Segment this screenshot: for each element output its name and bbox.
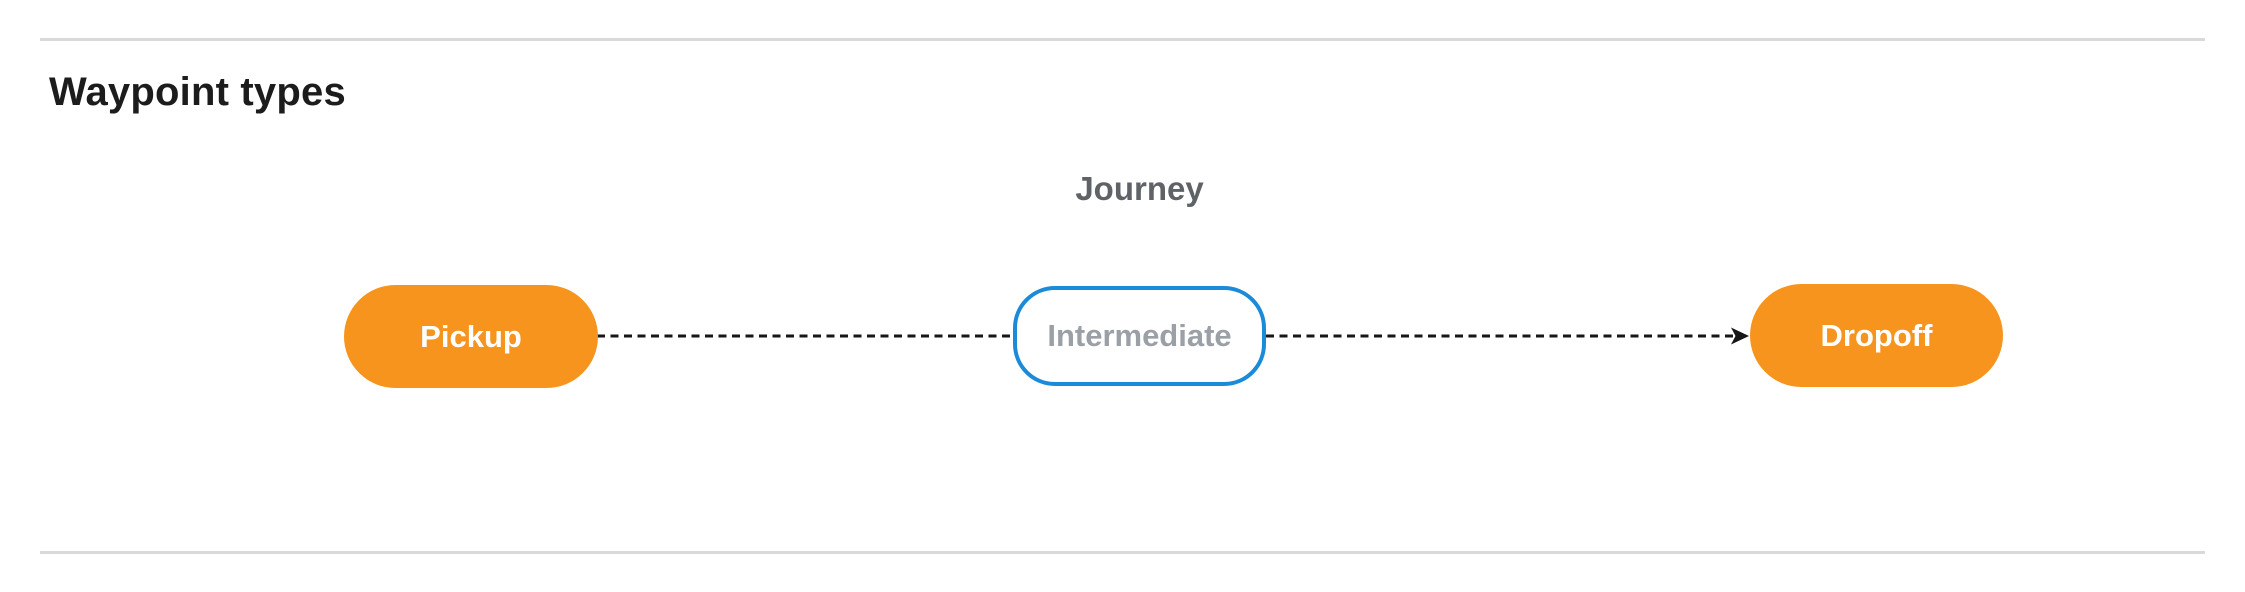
node-intermediate: Intermediate xyxy=(1013,286,1266,386)
journey-label: Journey xyxy=(1075,170,1204,207)
node-pickup: Pickup xyxy=(344,285,598,388)
section-heading: Waypoint types xyxy=(49,70,346,114)
node-dropoff: Dropoff xyxy=(1750,284,2003,387)
arrowhead-icon xyxy=(1731,327,1749,345)
bottom-divider xyxy=(40,551,2205,554)
top-divider xyxy=(40,38,2205,41)
